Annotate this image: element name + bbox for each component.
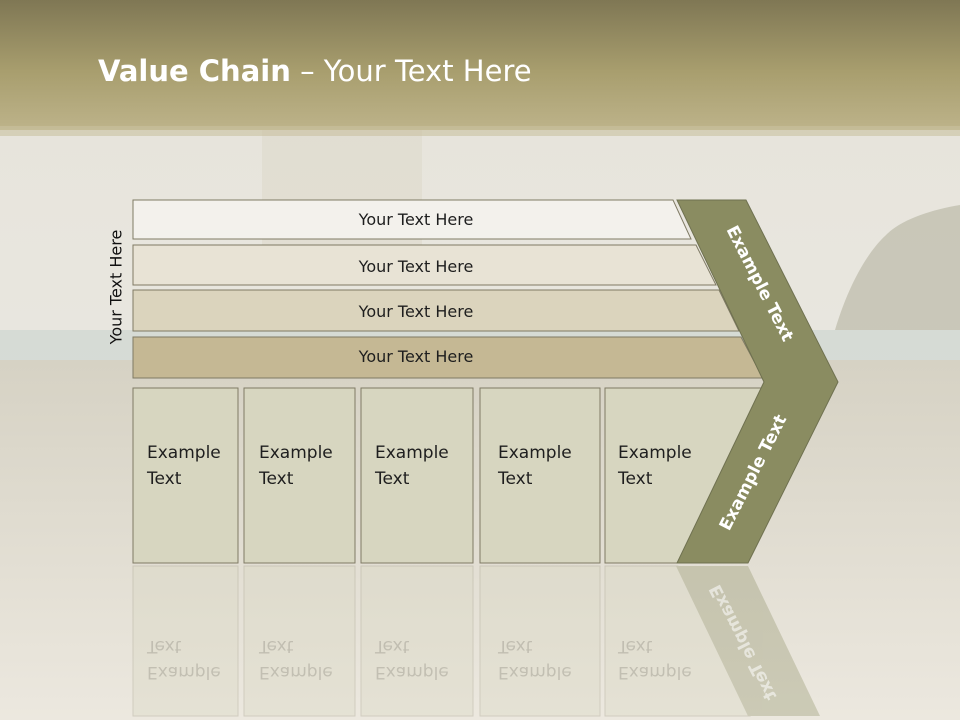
box-2-label-reflection: Example Text [259, 636, 333, 682]
slide-title: Value Chain – Your Text Here [98, 54, 532, 88]
row-3-bar [132, 289, 740, 332]
box-3-label: Example Text [375, 443, 449, 489]
box-4-label-reflection: Example Text [498, 636, 572, 682]
row-2-bar [132, 244, 717, 286]
row-2-label: Your Text Here [358, 257, 474, 276]
box-3 [360, 387, 474, 564]
title-rest: – Your Text Here [290, 54, 532, 88]
row-3-label: Your Text Here [358, 302, 474, 321]
row-4-label: Your Text Here [358, 347, 474, 366]
row-1-bar [132, 199, 692, 240]
reflection [132, 565, 820, 717]
box-1-label: Example Text [147, 443, 221, 489]
box-5-label-reflection: Example Text [618, 636, 692, 682]
box-2 [243, 387, 356, 564]
box-4-label: Example Text [498, 443, 572, 489]
box-1 [132, 387, 239, 564]
box-4 [479, 387, 601, 564]
box-2-label: Example Text [259, 443, 333, 489]
chevron-arrow [676, 199, 839, 564]
box-5-label: Example Text [618, 443, 692, 489]
row-1-label: Your Text Here [358, 210, 474, 229]
box-1-label-reflection: Example Text [147, 636, 221, 682]
box-3-label-reflection: Example Text [375, 636, 449, 682]
title-bold: Value Chain [98, 54, 291, 88]
